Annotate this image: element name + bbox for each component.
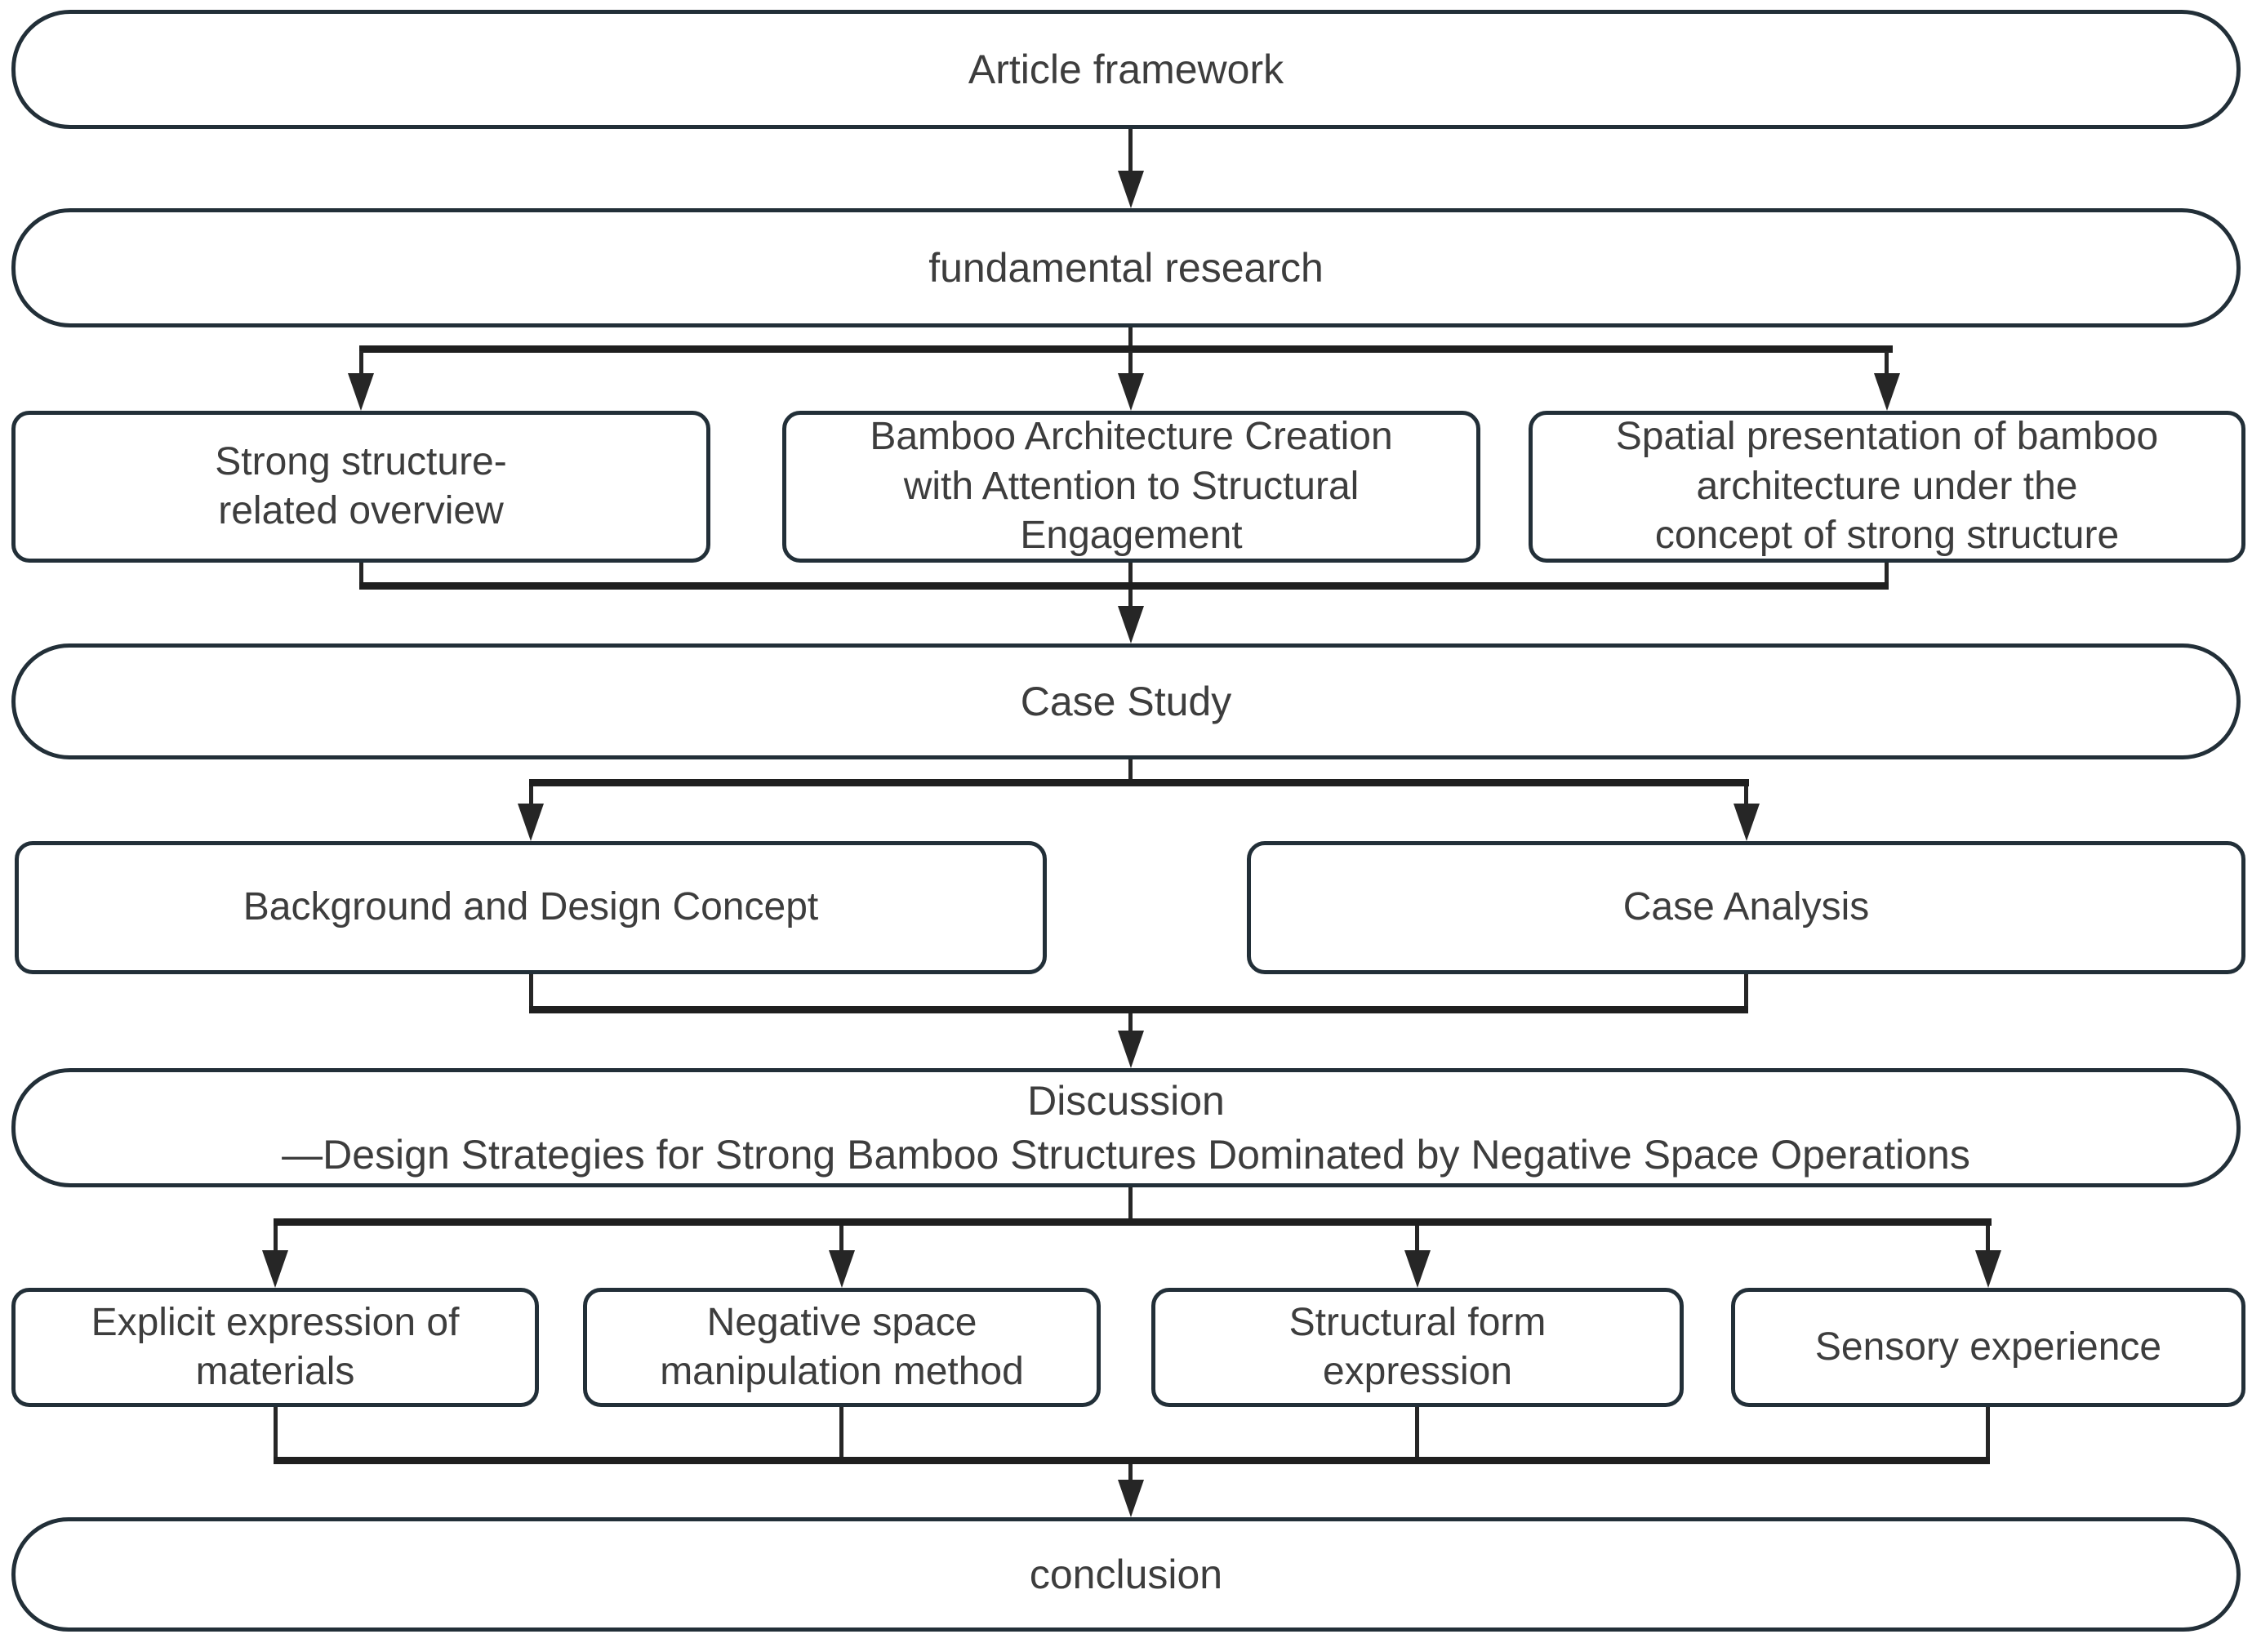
- node-negative-space-method: Negative space manipulation method: [583, 1288, 1101, 1407]
- arrowhead-framework-research: [1118, 171, 1144, 208]
- connector-drop-creation-line: [1128, 351, 1133, 376]
- node-fundamental-research-label: fundamental research: [928, 244, 1324, 291]
- connector-drop-spatial-line: [1885, 351, 1889, 376]
- connector-structural-form-merge-line: [1415, 1407, 1419, 1461]
- connector-framework-research-line: [1128, 129, 1133, 172]
- arrowhead-creation: [1118, 373, 1144, 411]
- connector-l7-merge-bar: [274, 1457, 1990, 1464]
- connector-overview-merge-line: [359, 563, 363, 586]
- node-case-analysis: Case Analysis: [1247, 841, 2245, 974]
- connector-l5-merge-bar: [529, 1006, 1748, 1013]
- node-spatial-presentation: Spatial presentation of bamboo architect…: [1529, 411, 2245, 563]
- node-negative-space-method-label: Negative space manipulation method: [660, 1300, 1024, 1393]
- connector-materials-merge-line: [274, 1407, 278, 1461]
- node-explicit-expression: Explicit expression of materials: [11, 1288, 539, 1407]
- arrowhead-discussion: [1118, 1031, 1144, 1068]
- connector-discussion-split-bar: [274, 1218, 1992, 1226]
- connector-spatial-merge-line: [1885, 563, 1889, 586]
- node-spatial-presentation-label: Spatial presentation of bamboo architect…: [1615, 415, 2159, 558]
- arrowhead-sensory: [1975, 1250, 2001, 1288]
- connector-drop-overview-line: [359, 351, 363, 376]
- node-strong-structure-overview: Strong structure- related overview: [11, 411, 710, 563]
- connector-merge-casestudy-stem: [1128, 590, 1133, 610]
- connector-research-split-stem: [1128, 327, 1133, 350]
- connector-drop-negative-space-line: [839, 1226, 843, 1250]
- arrowhead-case-study: [1118, 606, 1144, 643]
- connector-drop-sensory-line: [1986, 1226, 1990, 1250]
- connector-casestudy-split-bar: [529, 779, 1749, 786]
- node-discussion-label: Discussion —Design Strategies for Strong…: [282, 1078, 1970, 1178]
- node-bamboo-architecture-creation-label: Bamboo Architecture Creation with Attent…: [870, 415, 1393, 558]
- node-background-design-concept-label: Background and Design Concept: [243, 885, 819, 929]
- node-strong-structure-overview-label: Strong structure- related overview: [215, 439, 507, 532]
- node-conclusion: conclusion: [11, 1517, 2241, 1632]
- connector-casestudy-split-stem: [1128, 759, 1133, 782]
- connector-drop-structural-form-line: [1415, 1226, 1419, 1250]
- arrowhead-spatial: [1874, 373, 1900, 411]
- connector-negative-space-merge-line: [839, 1407, 843, 1461]
- arrowhead-analysis: [1734, 804, 1760, 841]
- node-background-design-concept: Background and Design Concept: [15, 841, 1047, 974]
- connector-merge-discussion-stem: [1128, 1013, 1133, 1033]
- node-sensory-experience: Sensory experience: [1731, 1288, 2245, 1407]
- connector-merge-conclusion-stem: [1128, 1464, 1133, 1482]
- connector-drop-background-line: [529, 786, 533, 807]
- node-structural-form-expression-label: Structural form expression: [1288, 1300, 1547, 1393]
- node-conclusion-label: conclusion: [1029, 1551, 1223, 1597]
- node-discussion: Discussion —Design Strategies for Strong…: [11, 1068, 2241, 1187]
- node-article-framework-label: Article framework: [968, 46, 1284, 92]
- node-case-analysis-label: Case Analysis: [1622, 885, 1870, 929]
- arrowhead-negative-space: [829, 1250, 855, 1288]
- connector-sensory-merge-line: [1986, 1407, 1990, 1461]
- arrowhead-conclusion: [1118, 1480, 1144, 1517]
- node-case-study-label: Case Study: [1020, 678, 1232, 724]
- connector-research-split-bar: [359, 345, 1893, 353]
- arrowhead-overview: [348, 373, 374, 411]
- connector-background-merge-line: [529, 974, 533, 1010]
- arrowhead-materials: [262, 1250, 288, 1288]
- connector-analysis-merge-line: [1744, 974, 1748, 1010]
- node-sensory-experience-label: Sensory experience: [1814, 1325, 2162, 1369]
- node-fundamental-research: fundamental research: [11, 208, 2241, 327]
- node-structural-form-expression: Structural form expression: [1151, 1288, 1684, 1407]
- connector-drop-materials-line: [274, 1226, 278, 1250]
- node-bamboo-architecture-creation: Bamboo Architecture Creation with Attent…: [782, 411, 1480, 563]
- arrowhead-background: [518, 804, 544, 841]
- node-explicit-expression-label: Explicit expression of materials: [91, 1300, 460, 1393]
- connector-drop-analysis-line: [1744, 786, 1748, 807]
- node-case-study: Case Study: [11, 643, 2241, 759]
- connector-discussion-split-stem: [1128, 1187, 1133, 1222]
- connector-creation-merge-line: [1128, 563, 1133, 586]
- node-article-framework: Article framework: [11, 10, 2241, 129]
- arrowhead-structural-form: [1404, 1250, 1431, 1288]
- connector-l3-merge-bar: [359, 582, 1889, 590]
